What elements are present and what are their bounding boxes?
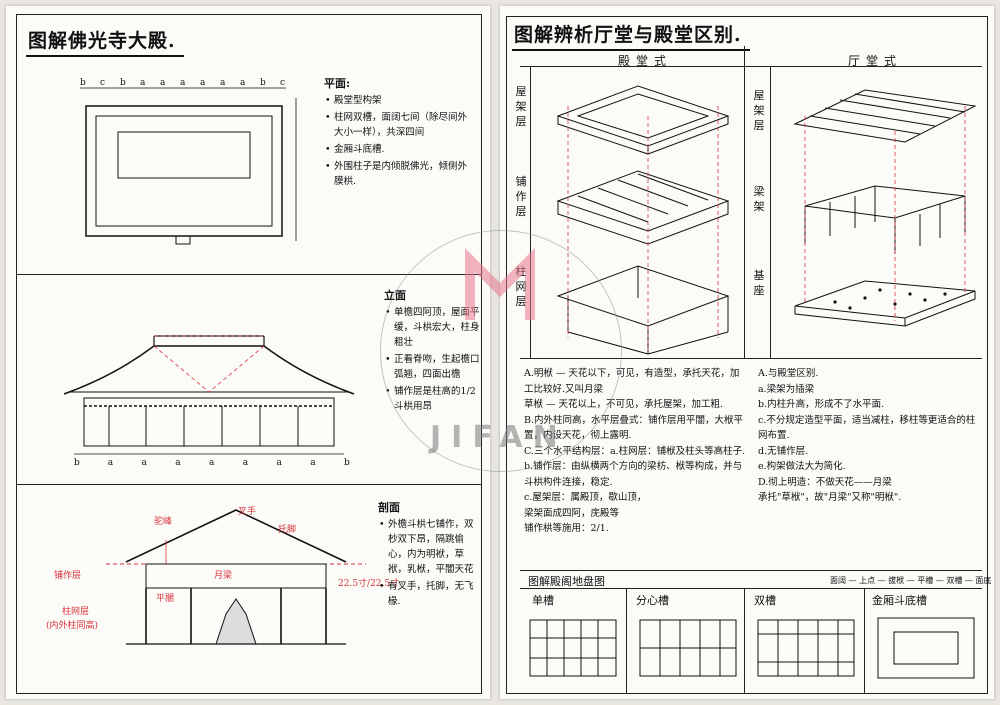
notes-tingtang: A.与殿堂区别. a.梁架为插梁 b.内柱升高，形成不了水平面. c.不分规定造… (758, 368, 976, 503)
bay-letter: c (100, 78, 106, 88)
notes-dientang: A.明栿 — 天花以下，可见，有造型，承托天花，加工比较好.又叫月梁 草栿 — … (524, 368, 746, 534)
right-title: 图解辨析厅堂与殿堂区别. (512, 20, 750, 51)
bay-letter: b (344, 458, 350, 468)
grid-top-line (520, 570, 982, 571)
right-label-col (770, 66, 771, 358)
grid-label-jinxiang: 金厢斗底槽 (872, 594, 927, 607)
bay-letter: a (209, 458, 215, 468)
bay-letter: a (140, 78, 146, 88)
grid-col-div-1 (626, 588, 627, 694)
bay-letter: c (280, 78, 286, 88)
section-note-1: 外檐斗栱七铺作，双杪双下昂，隔跳偷心，内为明袱，草袱，乳栿，平闇天花 (379, 517, 480, 577)
layer-puzuo-dt: 铺作层 (515, 175, 527, 218)
grid-col-div-2 (744, 588, 745, 694)
dientang-layers-diagram (556, 85, 730, 355)
bay-letter: a (276, 458, 282, 468)
grid-col-div-3 (864, 588, 865, 694)
section-label-puzuo: 铺作层 (54, 571, 82, 581)
right-page: 图解辨析厅堂与殿堂区别. 殿堂式 厅堂式 屋架层 铺作层 柱网层 屋架层 梁架 … (500, 6, 994, 699)
bay-letter: a (240, 78, 246, 88)
elevation-diagram (63, 335, 355, 455)
tingtang-layers-diagram (793, 89, 977, 327)
bay-letter: b (80, 78, 86, 88)
section-heading: 剖面 (378, 501, 400, 514)
divider-2 (16, 484, 482, 485)
bay-letter: a (310, 458, 316, 468)
bay-letter: a (200, 78, 206, 88)
left-frame (16, 14, 482, 694)
elevation-note-3: 铺作层是柱高的1/2斗栱用昂 (385, 384, 480, 414)
elevation-note-2: 正看脊吻，生起檐口弧翘，四面出檐 (385, 352, 480, 382)
watermark-text: JIFAN (430, 420, 568, 455)
plan-diagram (80, 87, 297, 245)
left-page: 图解佛光寺大殿. b c b a a a a a a b c 平面: 殿堂型构架 柱网双槽，面阔七间… (6, 6, 490, 699)
section-label-dim: 22.5寸/22.5寸 (338, 579, 400, 589)
section-label-tianhua: 平闇 (156, 594, 175, 604)
col-head-tingtang: 厅堂式 (847, 54, 902, 68)
col-divider (744, 46, 745, 358)
plan-notes: 平面: 殿堂型构架 柱网双槽，面阔七间（除尽间外大小一样），共深四间 金厢斗底槽… (324, 76, 474, 191)
grid-title: 图解殿阁地盘图 (528, 575, 605, 588)
grid-sub-line (520, 588, 982, 589)
section-diagram (106, 509, 366, 645)
section-label-qiguan: 叉手 (238, 507, 257, 517)
elevation-notes: 立面 单檐四阿顶，屋面平缓，斗栱宏大，柱身粗壮 正看脊吻，生起檐口弧翘，四面出檐… (384, 288, 480, 416)
layer-base-tt: 基座 (753, 269, 765, 297)
bay-letter: a (180, 78, 186, 88)
bay-letter: b (260, 78, 266, 88)
left-label-col (530, 66, 531, 358)
bay-letter: a (160, 78, 166, 88)
right-frame (506, 16, 988, 694)
bay-letter: b (74, 458, 80, 468)
section-notes: 剖面 外檐斗栱七铺作，双杪双下昂，隔跳偷心，内为明袱，草袱，乳栿，平闇天花 有叉… (378, 500, 480, 611)
bay-letter: a (242, 458, 249, 468)
section-label-tuojiao: 托脚 (278, 525, 297, 535)
watermark-logo-icon (465, 247, 535, 320)
divider-1 (16, 274, 482, 275)
grid-legend: 面阔 — 上点 — 拔栿 — 平槽 — 双槽 — 面底 (830, 576, 992, 585)
bay-letter: b (120, 78, 126, 88)
col-head-dientang: 殿堂式 (617, 54, 672, 68)
plan-note-4: 外围柱子是内倾脱佛光，倾侧外膜栱. (325, 159, 474, 189)
section-label-zhuwang-note: (内外柱同高) (46, 621, 99, 631)
left-title: 图解佛光寺大殿. (26, 26, 184, 57)
layer-roof-tt: 屋架层 (753, 89, 765, 132)
plan-note-3: 金厢斗底槽. (325, 142, 474, 157)
section-label-yue: 月梁 (214, 571, 233, 581)
grid-label-fenxin: 分心槽 (636, 594, 669, 607)
plan-note-2: 柱网双槽，面阔七间（除尽间外大小一样），共深四间 (325, 110, 474, 140)
elevation-note-1: 单檐四阿顶，屋面平缓，斗栱宏大，柱身粗壮 (385, 305, 480, 350)
bay-letter: a (220, 78, 226, 88)
section-note-2: 有叉手，托脚，无飞椽. (379, 579, 480, 609)
table-bottom-line (520, 358, 982, 359)
bay-letter: a (107, 458, 114, 468)
compare-header-line (520, 66, 982, 67)
grid-label-shuangcao: 双槽 (754, 594, 776, 607)
grid-label-danchao: 单槽 (532, 594, 554, 607)
bay-letter: a (141, 458, 147, 468)
layer-roof-dt: 屋架层 (515, 85, 527, 128)
section-label-shezhe: 驼峰 (154, 517, 173, 527)
plan-heading: 平面: (324, 77, 351, 90)
elevation-heading: 立面 (384, 289, 406, 302)
grid-plans-diagram (529, 617, 975, 679)
section-label-zhuwang: 柱网层 (62, 607, 90, 617)
layer-beam-tt: 梁架 (753, 185, 765, 213)
bay-letter: a (175, 458, 181, 468)
plan-note-1: 殿堂型构架 (325, 93, 474, 108)
